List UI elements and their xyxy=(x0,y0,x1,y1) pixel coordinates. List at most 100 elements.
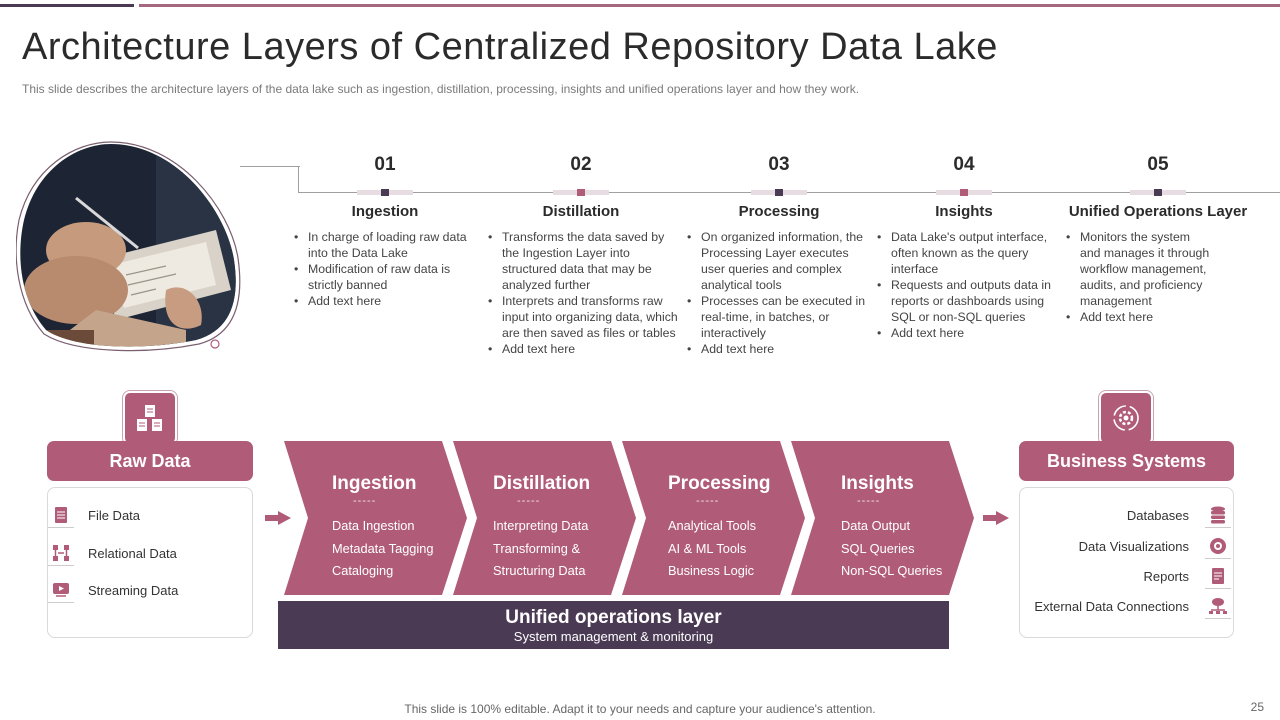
layer-item: AI & ML Tools xyxy=(668,541,747,556)
network-icon xyxy=(1205,593,1231,619)
writing-photo xyxy=(15,140,242,356)
business-item-label: Reports xyxy=(1143,568,1189,584)
step-bullets: Transforms the data saved by the Ingesti… xyxy=(484,229,678,357)
step-bullets: Monitors the system and manages it throu… xyxy=(1062,229,1212,325)
step-bullet: Add text here xyxy=(683,341,875,357)
step-title: Insights xyxy=(935,203,993,220)
arrow-right-icon xyxy=(983,511,1009,530)
step-marker xyxy=(553,189,609,196)
relational-icon xyxy=(48,540,74,566)
layer-title: Insights xyxy=(841,473,914,494)
raw-data-item-label: Relational Data xyxy=(88,545,177,561)
top-bar-dark xyxy=(0,4,134,7)
step-bullet: Add text here xyxy=(484,341,678,357)
step-title: Distillation xyxy=(542,203,620,220)
file-icon xyxy=(48,502,74,528)
step-bullet: Processes can be executed in real-time, … xyxy=(683,293,875,341)
raw-data-item-label: Streaming Data xyxy=(88,582,179,598)
layer-title: Distillation xyxy=(493,473,591,494)
step-01: 01 Ingestion In charge of loading raw da… xyxy=(290,154,480,309)
layer-item: Metadata Tagging xyxy=(332,541,434,556)
streaming-icon xyxy=(48,577,74,603)
step-number: 03 xyxy=(768,154,790,175)
step-bullets: In charge of loading raw data into the D… xyxy=(290,229,480,309)
step-number: 04 xyxy=(953,154,975,175)
layer-item: Structuring Data xyxy=(493,563,586,578)
business-systems-card xyxy=(1019,487,1234,638)
layer-chevron-distillation: Distillation ----- Interpreting Data Tra… xyxy=(449,441,637,595)
visualization-icon xyxy=(1205,533,1231,559)
raw-data-header: Raw Data xyxy=(47,441,253,481)
business-item-databases: Databases xyxy=(1020,502,1231,528)
layer-title: Ingestion xyxy=(332,473,417,494)
step-bullet: Add text here xyxy=(1062,309,1212,325)
step-marker xyxy=(357,189,413,196)
unified-title: Unified operations layer xyxy=(505,607,722,628)
step-bullet: Interprets and transforms raw input into… xyxy=(484,293,678,341)
step-bullet: Data Lake's output interface, often know… xyxy=(873,229,1055,277)
layer-divider: ----- xyxy=(517,495,541,507)
raw-data-item-label: File Data xyxy=(88,507,141,523)
business-item-visualizations: Data Visualizations xyxy=(1020,533,1231,559)
step-bullet: Transforms the data saved by the Ingesti… xyxy=(484,229,678,293)
database-icon xyxy=(1205,502,1231,528)
layer-divider: ----- xyxy=(696,495,720,507)
layer-chevron-insights: Insights ----- Data Output SQL Queries N… xyxy=(787,441,975,595)
documents-icon xyxy=(123,391,177,445)
report-icon xyxy=(1205,563,1231,589)
step-marker xyxy=(751,189,807,196)
business-item-external: External Data Connections xyxy=(1020,593,1231,619)
step-bullets: On organized information, the Processing… xyxy=(683,229,875,357)
step-title: Ingestion xyxy=(351,203,419,220)
layer-item: Data Output xyxy=(841,518,911,533)
step-bullets: Data Lake's output interface, often know… xyxy=(873,229,1055,341)
layer-title: Processing xyxy=(668,473,771,494)
step-03: 03 Processing On organized information, … xyxy=(683,154,875,357)
layer-chevron-processing: Processing ----- Analytical Tools AI & M… xyxy=(618,441,806,595)
layer-item: Interpreting Data xyxy=(493,518,589,533)
layer-item: Data Ingestion xyxy=(332,518,415,533)
step-bullet: In charge of loading raw data into the D… xyxy=(290,229,480,261)
arrow-right-icon xyxy=(265,511,291,530)
business-systems-header: Business Systems xyxy=(1019,441,1234,481)
business-item-label: External Data Connections xyxy=(1034,598,1189,614)
layer-item: Transforming & xyxy=(493,541,580,556)
raw-data-item-streaming: Streaming Data xyxy=(48,577,178,603)
footer-note: This slide is 100% editable. Adapt it to… xyxy=(404,702,876,716)
step-04: 04 Insights Data Lake's output interface… xyxy=(873,154,1055,341)
step-bullet: On organized information, the Processing… xyxy=(683,229,875,293)
layer-divider: ----- xyxy=(857,495,881,507)
layer-item: Analytical Tools xyxy=(668,518,756,533)
page-subtitle: This slide describes the architecture la… xyxy=(22,82,860,96)
layer-item: SQL Queries xyxy=(841,541,915,556)
step-number: 05 xyxy=(1147,154,1169,175)
top-bar-accent xyxy=(139,4,1280,7)
step-02: 02 Distillation Transforms the data save… xyxy=(484,154,678,357)
step-bullet: Modification of raw data is strictly ban… xyxy=(290,261,480,293)
layer-item: Cataloging xyxy=(332,563,394,578)
unified-operations-bar: Unified operations layer System manageme… xyxy=(278,601,949,649)
layer-divider: ----- xyxy=(353,495,377,507)
page-number: 25 xyxy=(1250,700,1264,714)
step-bullet: Requests and outputs data in reports or … xyxy=(873,277,1055,325)
layer-item: Non-SQL Queries xyxy=(841,563,943,578)
layer-chevron-ingestion: Ingestion ----- Data Ingestion Metadata … xyxy=(280,441,468,595)
step-bullet: Monitors the system and manages it throu… xyxy=(1062,229,1212,309)
step-marker xyxy=(1130,189,1186,196)
business-item-reports: Reports xyxy=(1020,563,1231,589)
step-bullet: Add text here xyxy=(873,325,1055,341)
step-05: 05 Unified Operations Layer Monitors the… xyxy=(1062,154,1254,325)
step-marker xyxy=(936,189,992,196)
unified-subtitle: System management & monitoring xyxy=(513,629,714,644)
raw-data-item-file: File Data xyxy=(48,502,140,528)
step-bullet: Add text here xyxy=(290,293,480,309)
business-item-label: Databases xyxy=(1126,507,1189,523)
business-item-label: Data Visualizations xyxy=(1078,538,1189,554)
step-title: Processing xyxy=(738,203,820,220)
raw-data-card xyxy=(47,487,253,638)
photo-connector-vertical xyxy=(298,166,299,193)
step-title: Unified Operations Layer xyxy=(1068,203,1248,220)
step-number: 02 xyxy=(570,154,592,175)
gear-cycle-icon xyxy=(1099,391,1153,445)
photo-connector-line xyxy=(240,166,300,167)
